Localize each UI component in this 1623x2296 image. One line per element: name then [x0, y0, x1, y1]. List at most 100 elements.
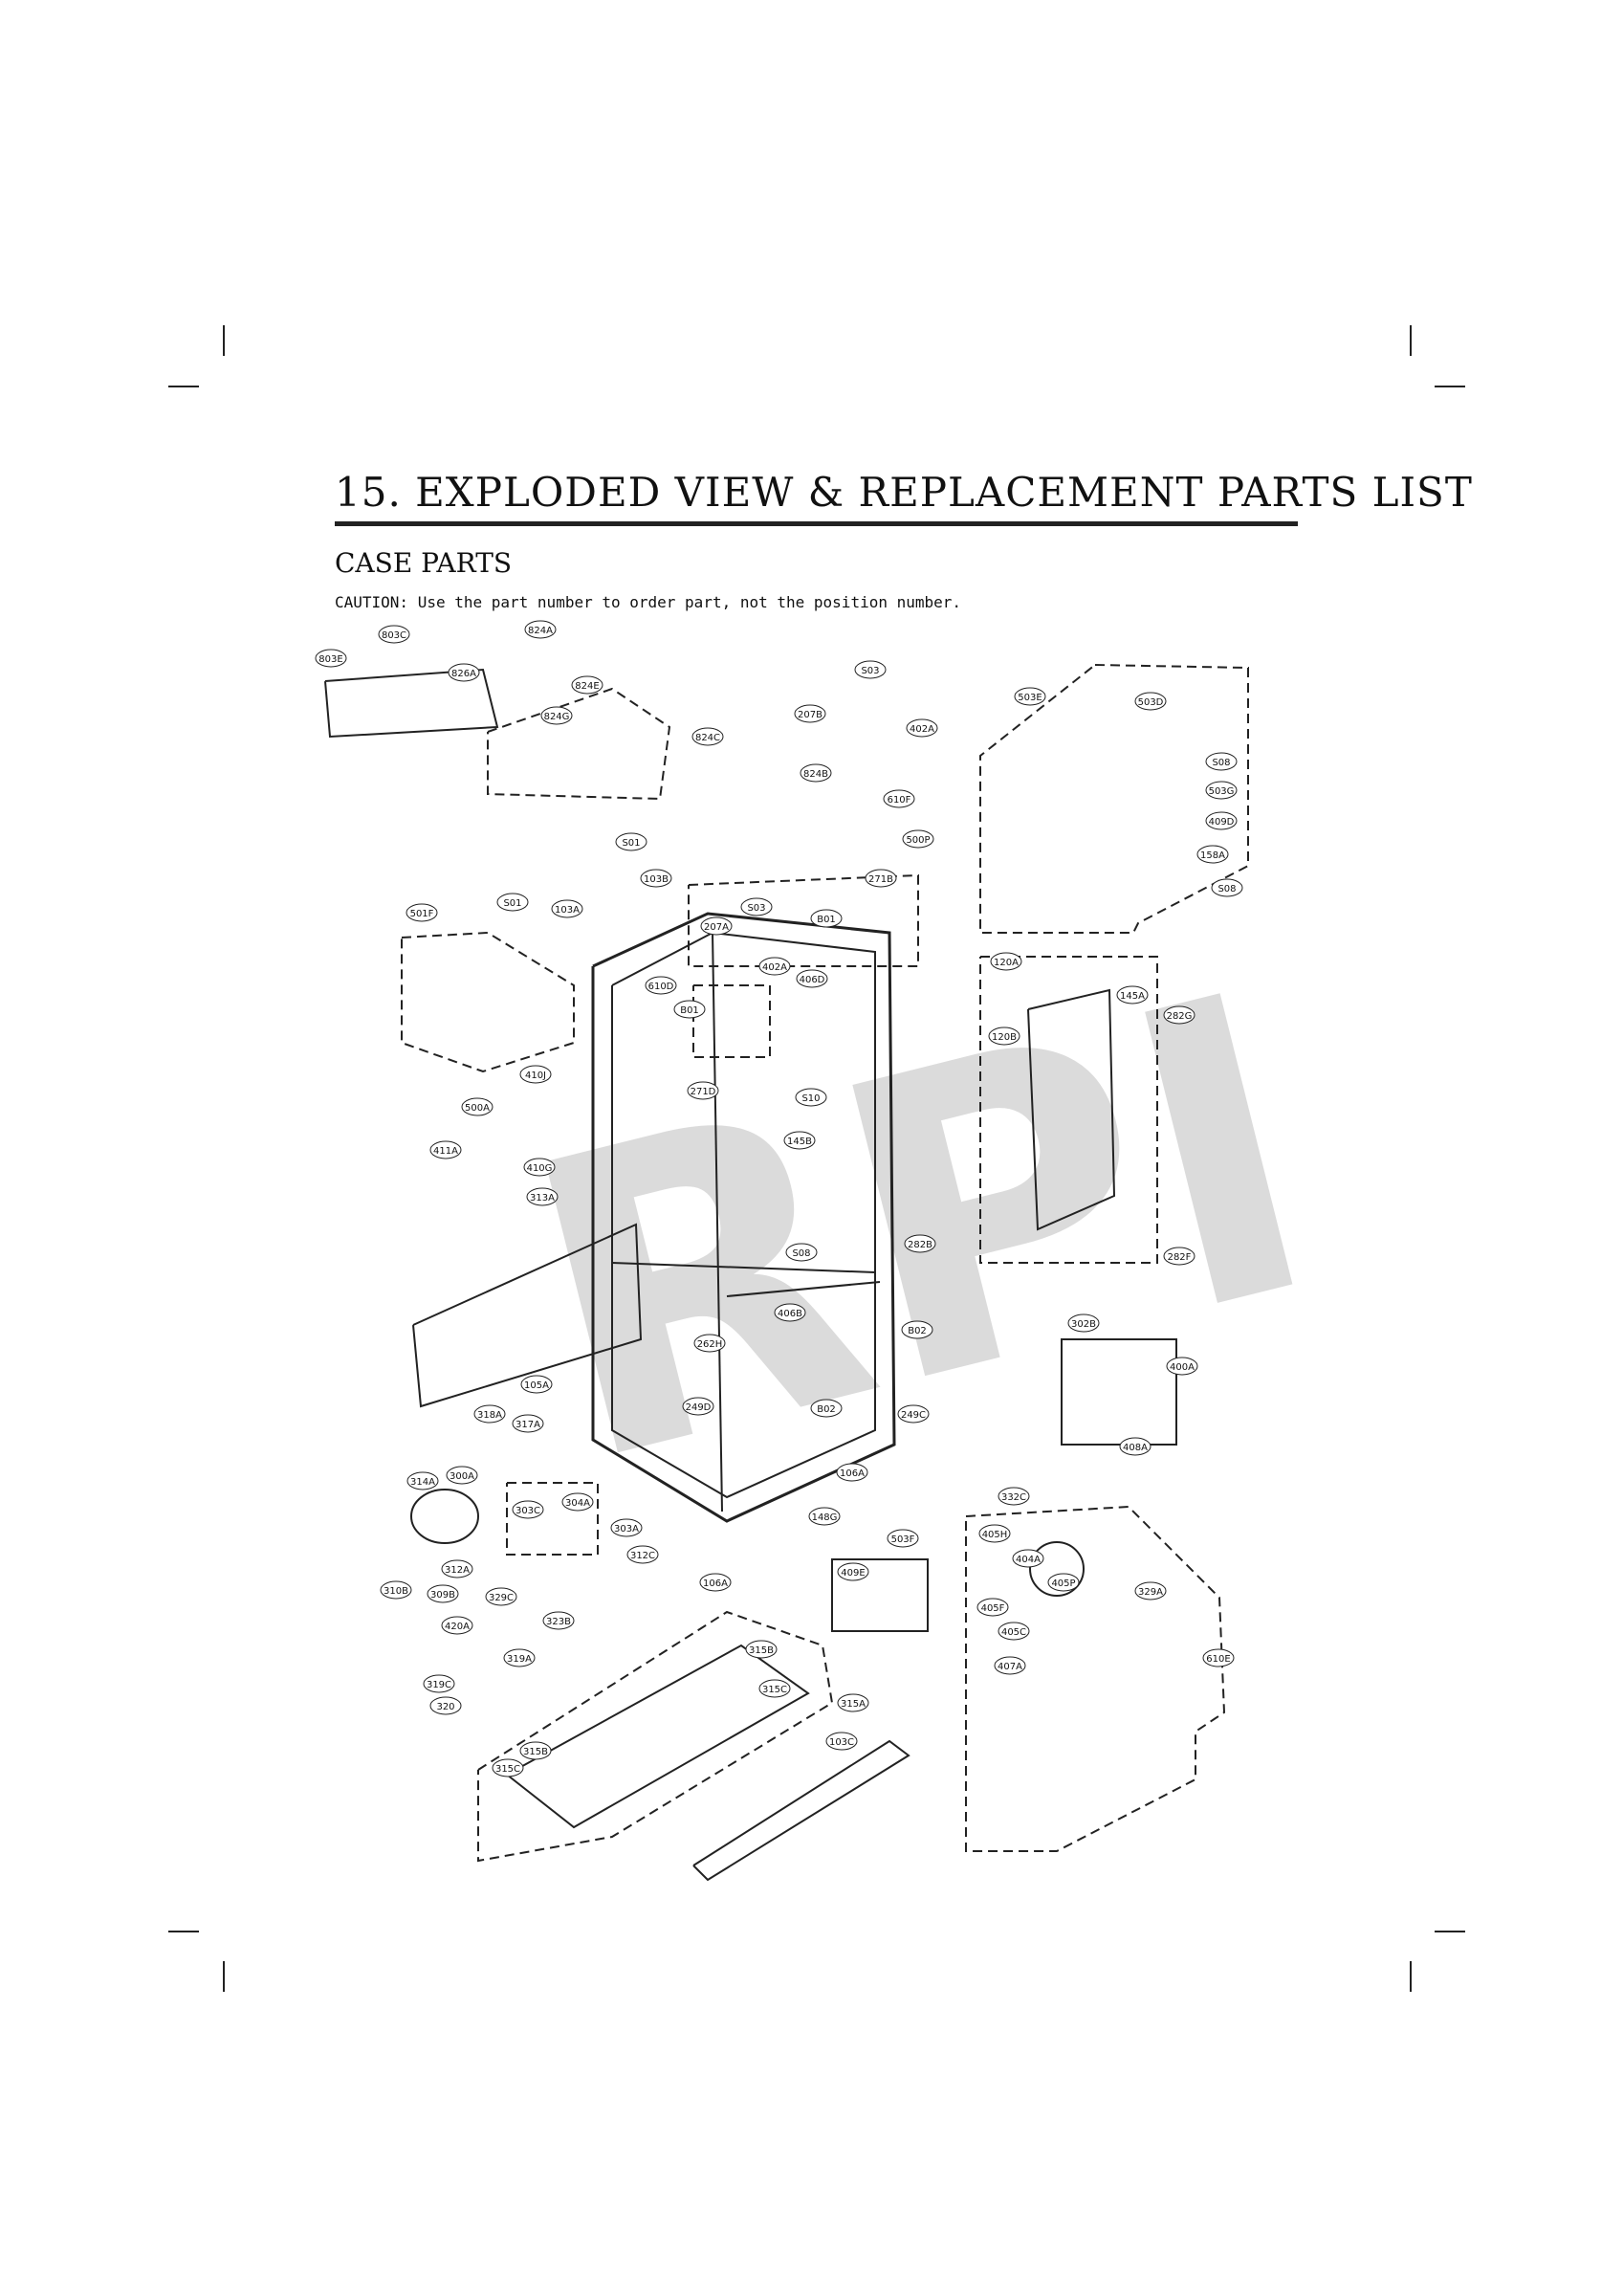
svg-text:503G: 503G: [1209, 786, 1235, 797]
svg-text:249D: 249D: [686, 1402, 712, 1413]
part-label: 106A: [699, 1573, 732, 1592]
part-label: 319A: [503, 1648, 536, 1667]
group-outline-tube: [688, 873, 919, 967]
caution-note: CAUTION: Use the part number to order pa…: [335, 593, 962, 611]
svg-text:824B: 824B: [803, 769, 828, 780]
svg-text:105A: 105A: [524, 1380, 549, 1391]
svg-text:314A: 314A: [410, 1477, 435, 1488]
cabinet-outline: [591, 912, 896, 1523]
svg-text:S10: S10: [801, 1093, 820, 1104]
svg-text:300A: 300A: [450, 1471, 474, 1482]
svg-text:610D: 610D: [648, 982, 674, 992]
top-duct: [324, 668, 499, 739]
front-rail: [692, 1739, 910, 1882]
svg-text:406B: 406B: [778, 1309, 802, 1319]
svg-text:803C: 803C: [382, 630, 406, 641]
svg-text:S03: S03: [747, 903, 765, 914]
svg-text:500A: 500A: [465, 1103, 490, 1114]
part-label: 503E: [1014, 687, 1046, 706]
svg-text:S01: S01: [622, 838, 640, 849]
svg-text:B01: B01: [680, 1005, 699, 1016]
svg-text:249C: 249C: [901, 1410, 926, 1421]
svg-text:610F: 610F: [888, 795, 911, 806]
drain-pan: [831, 1558, 929, 1632]
part-label: 314A: [406, 1471, 439, 1490]
crop-mark: [223, 1961, 225, 1992]
part-label: 411A: [429, 1140, 462, 1159]
part-label: 610F: [883, 789, 915, 808]
svg-text:315B: 315B: [749, 1645, 774, 1656]
svg-text:120B: 120B: [992, 1032, 1017, 1043]
crop-mark: [1410, 325, 1412, 356]
svg-text:303A: 303A: [614, 1524, 639, 1534]
svg-text:282B: 282B: [908, 1240, 932, 1250]
svg-text:824A: 824A: [528, 626, 553, 636]
part-label: 404A: [1012, 1549, 1044, 1568]
part-label: 105A: [520, 1375, 553, 1394]
part-label: S03: [854, 660, 887, 679]
part-label: 103A: [551, 899, 583, 918]
svg-text:120A: 120A: [994, 958, 1019, 968]
svg-text:103A: 103A: [555, 905, 580, 916]
part-label: 303C: [512, 1500, 544, 1519]
svg-text:103B: 103B: [644, 874, 669, 885]
svg-text:332C: 332C: [1001, 1492, 1026, 1503]
svg-text:409E: 409E: [841, 1568, 865, 1578]
svg-text:410G: 410G: [527, 1163, 553, 1174]
svg-text:411A: 411A: [433, 1146, 458, 1157]
part-label: 317A: [512, 1414, 544, 1433]
group-outline-base: [477, 1610, 834, 1863]
part-label: 106A: [836, 1463, 868, 1482]
svg-text:S01: S01: [503, 898, 521, 909]
svg-text:312C: 312C: [630, 1551, 655, 1561]
part-label: S03: [740, 897, 773, 916]
svg-text:310B: 310B: [384, 1586, 408, 1597]
svg-text:409D: 409D: [1209, 817, 1235, 828]
svg-text:315A: 315A: [841, 1699, 866, 1710]
part-label: 158A: [1196, 845, 1229, 864]
svg-text:405F: 405F: [981, 1603, 1005, 1614]
svg-text:B02: B02: [908, 1326, 927, 1336]
part-label: 329C: [485, 1587, 517, 1606]
condenser: [1061, 1338, 1177, 1446]
svg-text:S08: S08: [1212, 758, 1230, 768]
group-outline-top-left: [487, 687, 671, 801]
part-labels: 803E 803C 826A 824A 824E 824G 824C 824B …: [315, 620, 1243, 1777]
part-label: 262H: [693, 1334, 726, 1353]
svg-text:282G: 282G: [1167, 1011, 1193, 1022]
part-label: 315A: [837, 1693, 869, 1712]
svg-text:824E: 824E: [575, 681, 599, 692]
svg-text:271B: 271B: [868, 874, 893, 885]
svg-text:312A: 312A: [445, 1565, 470, 1576]
part-label: 410G: [523, 1158, 556, 1177]
svg-text:303C: 303C: [515, 1506, 540, 1516]
svg-text:S08: S08: [792, 1248, 810, 1259]
part-label: S08: [785, 1243, 818, 1262]
svg-text:262H: 262H: [697, 1339, 723, 1350]
group-outline-fan: [965, 1505, 1226, 1852]
group-outline-right-mid: [979, 956, 1158, 1264]
svg-text:271D: 271D: [691, 1087, 716, 1097]
svg-text:826A: 826A: [451, 669, 476, 679]
part-label: 405C: [998, 1622, 1030, 1641]
part-label: 405P: [1047, 1573, 1080, 1592]
part-label: B02: [901, 1320, 933, 1339]
part-label: B01: [810, 909, 843, 928]
part-label: 405H: [978, 1524, 1011, 1543]
svg-text:408A: 408A: [1123, 1443, 1148, 1453]
part-label: 310B: [380, 1580, 412, 1600]
svg-text:407A: 407A: [998, 1662, 1022, 1672]
part-label: S08: [1205, 752, 1238, 771]
part-label: 405F: [976, 1598, 1009, 1617]
svg-text:610E: 610E: [1206, 1654, 1230, 1665]
part-label: S08: [1211, 878, 1243, 897]
part-label: 610E: [1202, 1648, 1235, 1667]
part-label: 315C: [758, 1679, 791, 1698]
group-outline-bracket: [692, 984, 771, 1058]
svg-text:501F: 501F: [410, 909, 434, 919]
svg-text:304A: 304A: [565, 1498, 590, 1509]
part-label: 410J: [519, 1065, 552, 1084]
page-title: 15. EXPLODED VIEW & REPLACEMENT PARTS LI…: [335, 469, 1473, 516]
svg-text:402A: 402A: [910, 724, 934, 735]
